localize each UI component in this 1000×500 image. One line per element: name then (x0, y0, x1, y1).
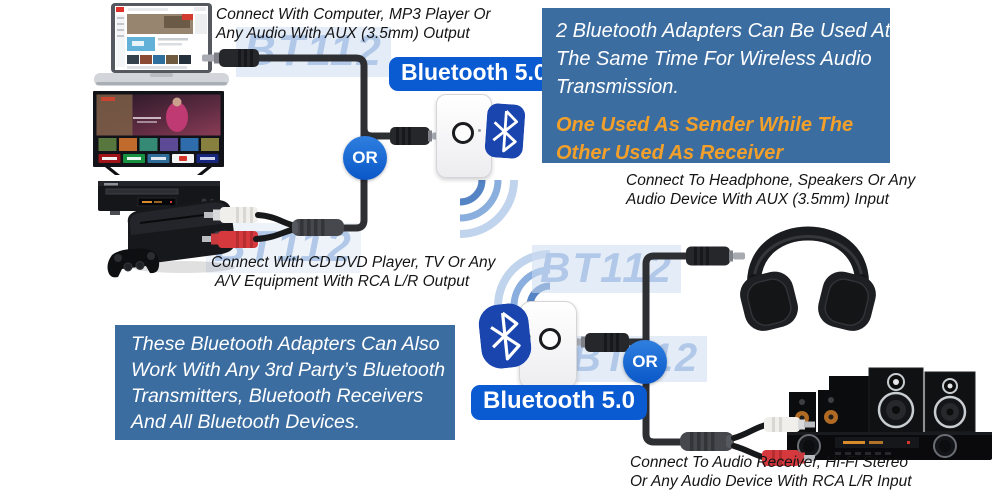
speaker-system-illustration (787, 367, 992, 460)
tv-illustration (93, 91, 224, 175)
rca-plug-white (764, 417, 815, 432)
caption-line: Connect With CD DVD Player, TV Or Any (211, 254, 496, 271)
caption-cd-dvd-rca: Connect With CD DVD Player, TV Or Any A/… (211, 253, 496, 291)
bluetooth-icon (484, 103, 526, 159)
caption-receiver-rca: Connect To Audio Receiver, Hi-Fi Stereo … (630, 453, 912, 491)
rca-plug-red (202, 231, 258, 248)
bluetooth-adapter-device (436, 94, 492, 178)
caption-line: Connect To Headphone, Speakers Or Any (626, 172, 916, 189)
info-line: These Bluetooth Adapters Can Also (131, 333, 440, 355)
caption-line: Connect To Audio Receiver, Hi-Fi Stereo (630, 454, 908, 471)
rca-plug-red (762, 450, 815, 466)
info-line: Transmitters, Bluetooth Receivers (131, 385, 424, 407)
caption-line: Audio Device With AUX (3.5mm) Input (626, 191, 889, 208)
info-line: Transmission. (556, 76, 679, 98)
adapter-led (478, 129, 481, 132)
aux-plug (686, 246, 745, 266)
aux-plug (202, 49, 259, 67)
bluetooth-version-badge: Bluetooth 5.0 (389, 57, 559, 91)
info-box-dual-adapters: 2 Bluetooth Adapters Can Be Used At The … (542, 8, 891, 164)
caption-computer-aux: Connect With Computer, MP3 Player Or Any… (216, 5, 491, 43)
or-badge: OR (343, 136, 387, 180)
adapter-button (539, 328, 561, 350)
aux-plug (570, 333, 629, 352)
aux-coupler (680, 432, 734, 451)
info-line: The Same Time For Wireless Audio (556, 48, 872, 70)
bt112-watermark: BT112 (236, 27, 391, 77)
bluetooth-icon (478, 303, 532, 369)
adapter-button (452, 122, 474, 144)
info-line-accent: One Used As Sender While The (556, 114, 854, 136)
aux-coupler (292, 219, 344, 236)
headphones-illustration (740, 226, 876, 331)
info-line: Work With Any 3rd Party’s Bluetooth (131, 359, 446, 381)
caption-headphone-aux: Connect To Headphone, Speakers Or Any Au… (626, 171, 916, 209)
rca-plug-white (204, 207, 258, 223)
info-line-accent: Other Used As Receiver (556, 142, 784, 164)
caption-line: Connect With Computer, MP3 Player Or (216, 6, 491, 23)
info-box-compatibility: These Bluetooth Adapters Can Also Work W… (115, 325, 455, 440)
or-badge: OR (623, 340, 667, 384)
bluetooth-version-badge: Bluetooth 5.0 (471, 385, 648, 420)
caption-line: A/V Equipment With RCA L/R Output (214, 273, 470, 290)
caption-line: Or Any Audio Device With RCA L/R Input (630, 473, 912, 490)
info-line: 2 Bluetooth Adapters Can Be Used At (556, 20, 891, 42)
laptop-illustration (94, 3, 229, 86)
info-line: And All Bluetooth Devices. (131, 411, 361, 433)
caption-line: Any Audio With AUX (3.5mm) Output (216, 25, 470, 42)
